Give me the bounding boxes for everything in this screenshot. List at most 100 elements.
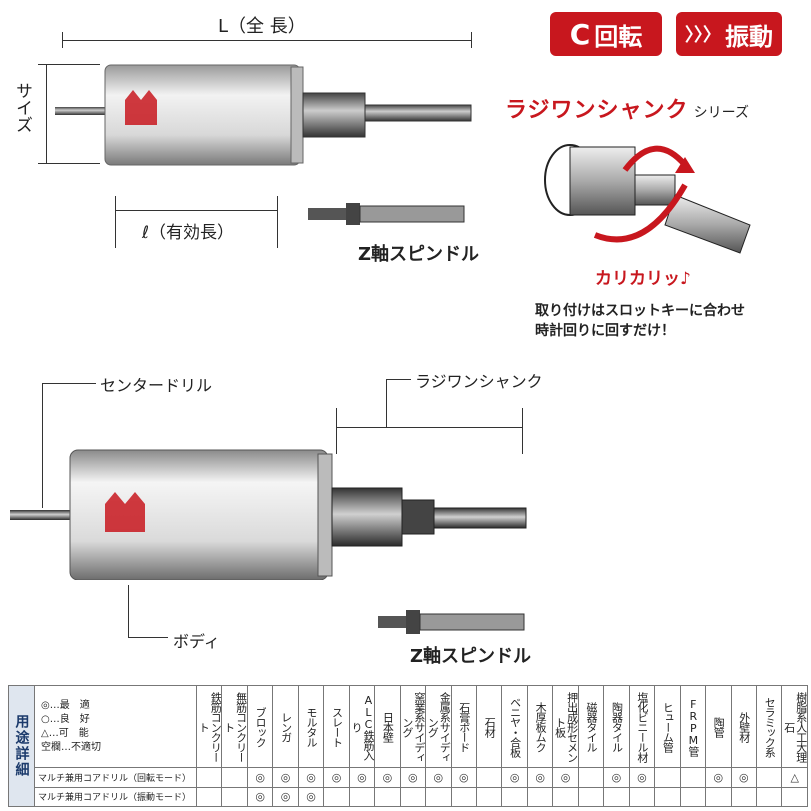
mode-label-rotation: マルチ兼用コアドリル（回転モード） — [34, 767, 197, 788]
material-header: 無筋コンクリート — [221, 685, 248, 768]
mark-cell — [221, 767, 248, 788]
mark-cell: ◎ — [323, 767, 350, 788]
vibration-icon: 〉〉〉 — [685, 25, 721, 46]
mark-cell — [195, 786, 223, 807]
material-header: スレート — [323, 685, 350, 768]
material-header: 鉄筋コンクリート — [195, 685, 223, 768]
vibration-badge: 〉〉〉 振動 — [676, 12, 782, 56]
spindle-label-bottom: Z軸スピンドル — [410, 646, 532, 667]
material-header: 外壁材 — [730, 685, 757, 768]
mark-cell — [348, 786, 376, 807]
spindle-illustration-bottom — [378, 610, 525, 634]
mark-cell: ◎ — [526, 767, 554, 788]
rotation-badge-label: 回転 — [594, 22, 643, 51]
center-drill-label: センタードリル — [100, 376, 213, 395]
center-drill-leader-h — [42, 383, 96, 384]
mark-cell: ◎ — [425, 767, 452, 788]
mark-cell — [628, 786, 656, 807]
mark-cell: ◎ — [348, 767, 376, 788]
mark-cell — [577, 786, 605, 807]
table-row-vibration: マルチ兼用コアドリル（振動モード） ◎ ◎ ◎ — [9, 786, 808, 807]
usage-side-label-cell: 用途詳細 — [8, 685, 35, 807]
size-dimension-tick-top — [38, 64, 100, 65]
shank-attachment-illustration — [544, 144, 751, 254]
material-header: 陶管 — [705, 685, 732, 768]
usage-table: 用途詳細 ◎…最 適 ○…良 好 △…可 能 空欄…不適切 鉄筋コンクリート 無… — [8, 685, 808, 807]
effective-length-line — [115, 210, 277, 211]
mark-cell — [679, 767, 707, 788]
mark-cell — [552, 786, 579, 807]
instruction-line-2: 時計回りに回すだけ！ — [535, 323, 675, 339]
mark-cell — [501, 786, 528, 807]
mark-cell: ◎ — [272, 767, 299, 788]
legend-possible: △…可 能 — [41, 727, 89, 739]
mark-cell — [755, 767, 783, 788]
mark-cell — [425, 786, 452, 807]
series-heading: ラジワンシャンク シリーズ — [505, 92, 749, 124]
mark-cell: ◎ — [628, 767, 656, 788]
shank-leader-h — [386, 379, 411, 380]
material-header: 金属系サイディング — [425, 685, 452, 768]
effective-length-tick-left — [115, 196, 116, 248]
mark-cell — [781, 786, 808, 807]
body-label: ボディ — [173, 632, 220, 651]
mark-cell — [755, 786, 783, 807]
length-dimension-tick-right — [471, 32, 472, 48]
material-header: 石材 — [475, 685, 503, 768]
material-header: 木厚板ムク — [526, 685, 554, 768]
series-suffix: シリーズ — [693, 105, 749, 121]
mark-cell — [374, 786, 401, 807]
effective-length-label: ℓ（有効長） — [142, 223, 235, 243]
mark-cell — [577, 767, 605, 788]
core-drill-illustration-bottom — [10, 449, 527, 580]
mark-cell — [450, 786, 477, 807]
material-header: 陶器タイル — [603, 685, 630, 768]
material-header: 磁器タイル — [577, 685, 605, 768]
shank-range-tick-left — [336, 408, 337, 454]
mark-cell: ◎ — [272, 786, 299, 807]
mark-cell — [526, 786, 554, 807]
mark-cell: ◎ — [730, 767, 757, 788]
size-dimension-tick-bottom — [38, 163, 100, 164]
mark-cell: ◎ — [246, 786, 274, 807]
mark-cell — [730, 786, 757, 807]
legend-cell: ◎…最 適 ○…良 好 △…可 能 空欄…不適切 — [34, 685, 197, 768]
mark-cell: ◎ — [246, 767, 274, 788]
table-row-rotation: マルチ兼用コアドリル（回転モード） ◎ ◎ ◎ ◎ ◎ ◎ ◎ ◎ ◎ ◎ ◎ … — [9, 767, 808, 788]
series-title: ラジワンシャンク — [505, 98, 689, 123]
legend-best: ◎…最 適 — [41, 699, 90, 711]
usage-side-label: 用途詳細 — [13, 714, 30, 778]
mark-cell — [654, 786, 681, 807]
material-header: FRPM管 — [679, 685, 707, 768]
material-header: ALC鉄筋入り — [348, 685, 376, 768]
length-label: L（全 長） — [218, 16, 306, 37]
length-dimension-tick-left — [62, 32, 63, 48]
material-header: レンガ — [272, 685, 299, 768]
mark-cell: ◎ — [501, 767, 528, 788]
mark-cell — [603, 786, 630, 807]
material-header: セラミック系 — [755, 685, 783, 768]
vibration-badge-label: 振動 — [725, 22, 773, 51]
mark-cell — [679, 786, 707, 807]
material-header: 石膏ボード — [450, 685, 477, 768]
rotation-icon: C — [569, 17, 591, 51]
effective-length-tick-right — [277, 196, 278, 248]
material-header: ベニヤ・合板 — [501, 685, 528, 768]
rotation-badge: C 回転 — [550, 12, 662, 56]
shank-leader-v — [386, 379, 387, 427]
legend-unsuitable: 空欄…不適切 — [41, 741, 101, 753]
mark-cell — [399, 786, 427, 807]
legend-good: ○…良 好 — [41, 713, 90, 725]
material-header: 窯業系サイディング — [399, 685, 427, 768]
size-label: サイズ — [12, 82, 32, 133]
length-dimension-line — [62, 40, 472, 41]
mark-cell — [475, 767, 503, 788]
material-header: 樹脂系人工大理石 — [781, 685, 808, 768]
shank-label: ラジワンシャンク — [415, 372, 543, 391]
click-sound-label: カリカリッ♪ — [595, 269, 691, 289]
table-header-row: 用途詳細 ◎…最 適 ○…良 好 △…可 能 空欄…不適切 鉄筋コンクリート 無… — [8, 685, 808, 807]
mark-cell: ◎ — [552, 767, 579, 788]
material-header: ブロック — [246, 685, 274, 768]
mark-cell: △ — [781, 767, 808, 788]
material-header: ヒューム管 — [654, 685, 681, 768]
